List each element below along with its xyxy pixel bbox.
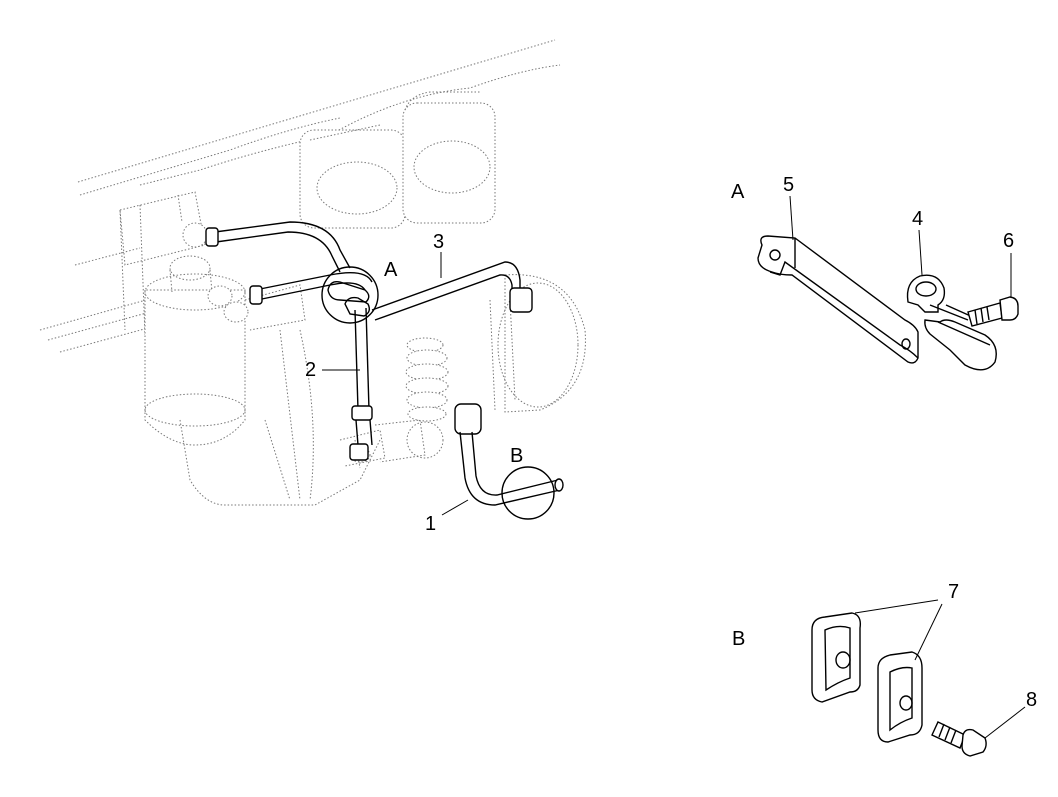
engine-block-outline — [39, 39, 586, 506]
clamp-detail-a-location — [327, 280, 371, 317]
leader-part-5 — [789, 195, 794, 241]
pipe-3-overflow-line — [205, 221, 533, 321]
label-part-6: 6 — [1003, 230, 1014, 252]
label-part-1: 1 — [425, 513, 436, 535]
label-part-7: 7 — [948, 581, 959, 603]
label-callout-a: A — [384, 259, 398, 281]
label-callout-b: B — [510, 445, 523, 467]
clamp-half-part-7-left — [811, 612, 862, 703]
pipe-1-return-line — [454, 403, 564, 506]
pipe-2-vertical-line — [349, 307, 373, 461]
label-part-5: 5 — [783, 174, 794, 196]
leader-part-8 — [984, 706, 1026, 739]
leader-part-7-upper — [854, 599, 939, 614]
label-part-2: 2 — [305, 359, 316, 381]
detail-b-circle — [501, 466, 555, 520]
detail-a-title: A — [731, 181, 745, 203]
leader-part-7-lower — [914, 603, 943, 661]
label-part-8: 8 — [1026, 689, 1037, 711]
label-part-4: 4 — [912, 208, 923, 230]
detail-a-circle — [321, 266, 379, 324]
bellows-outline — [405, 337, 449, 422]
bracket-part-5 — [757, 235, 919, 364]
bolt-part-8 — [931, 721, 987, 757]
clamp-part-4 — [906, 274, 997, 371]
detail-b-title: B — [732, 628, 745, 650]
clamp-half-part-7-right — [877, 651, 923, 743]
leader-part-4 — [918, 229, 923, 276]
bolt-part-6 — [967, 296, 1019, 327]
leader-part-1 — [441, 499, 469, 516]
label-part-3: 3 — [433, 231, 444, 253]
